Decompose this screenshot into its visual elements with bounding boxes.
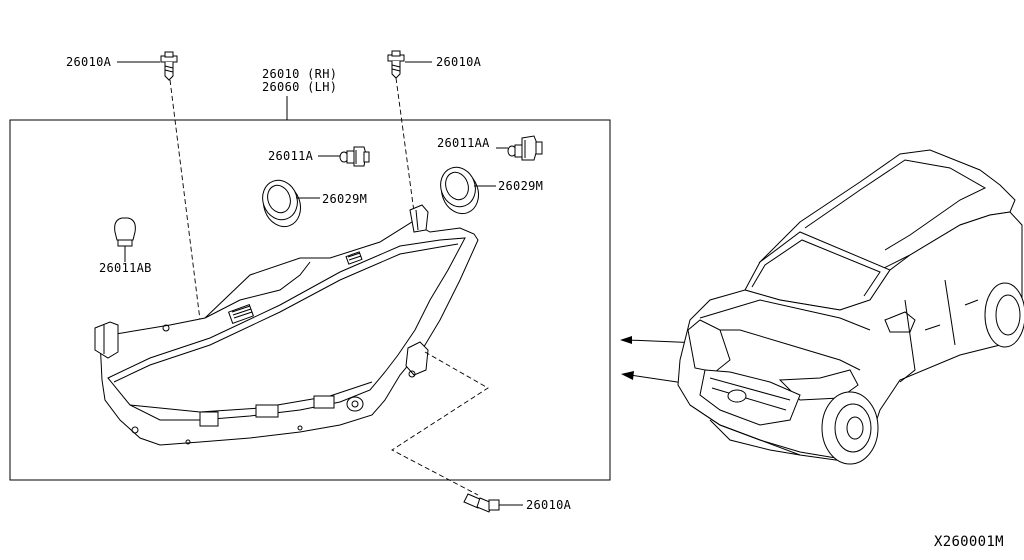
bottom-bolt-dashline xyxy=(391,351,489,496)
label-cap-right: 26029M xyxy=(498,179,543,193)
label-bulb-26011AA: 26011AA xyxy=(437,136,490,150)
bolt-top-left xyxy=(117,51,178,81)
label-headlamp-lh: 26060 (LH) xyxy=(262,80,337,94)
label-bulb-26011A: 26011A xyxy=(268,149,314,163)
label-bolt-bottom: 26010A xyxy=(526,498,572,512)
label-bolt-top-right: 26010A xyxy=(436,55,482,69)
cap-26029M-right xyxy=(440,166,496,215)
cap-26029M-left xyxy=(262,179,320,228)
bulb-26011AB xyxy=(114,217,136,262)
bolt-top-right-dashline xyxy=(395,77,415,213)
label-diagram-code: X260001M xyxy=(934,534,1004,550)
bolt-bottom xyxy=(463,493,523,513)
label-bolt-top-left: 26010A xyxy=(66,55,112,69)
assembly-frame xyxy=(9,119,611,481)
label-cap-left: 26029M xyxy=(322,192,367,206)
label-headlamp-rh: 26010 (RH) xyxy=(262,67,337,81)
headlamp-assembly xyxy=(94,204,479,446)
vehicle-illustration xyxy=(677,149,1024,465)
bolt-top-right xyxy=(387,50,432,79)
bolt-top-left-dashline xyxy=(169,79,201,321)
bulb-26011A xyxy=(318,146,370,167)
label-side-bulb: 26011AB xyxy=(99,261,152,275)
bulb-26011AA xyxy=(496,135,543,161)
